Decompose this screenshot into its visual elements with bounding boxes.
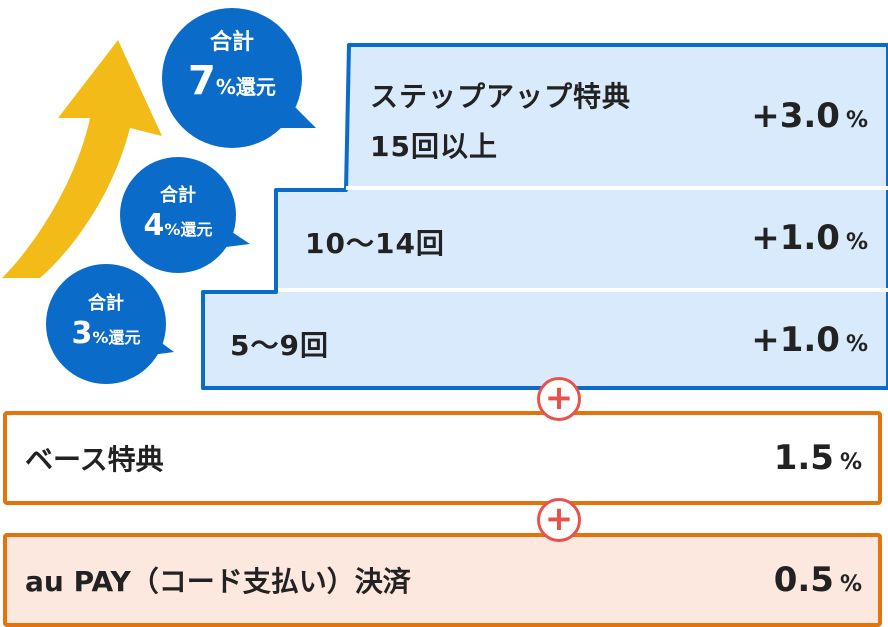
payment-row: au PAY（コード支払い）決済 0.5% [3, 533, 882, 627]
payment-value: 0.5% [773, 560, 862, 600]
bubble-total-4-text: 合計 4%還元 [143, 185, 213, 243]
base-benefit-row: ベース特典 1.5% [3, 411, 882, 505]
tier-value-10-14: +1.0% [751, 218, 868, 258]
upward-arrow-icon [2, 40, 162, 278]
bubble-total-3-text: 合計 3%還元 [71, 293, 141, 351]
tier-label-15-plus: ステップアップ特典 15回以上 [370, 80, 632, 163]
plus-icon: + [537, 498, 581, 542]
base-benefit-label: ベース特典 [25, 443, 164, 476]
speech-bubbles [46, 8, 316, 384]
bubble-total-4 [120, 157, 250, 273]
plus-icon: + [537, 377, 581, 421]
base-benefit-value: 1.5% [773, 438, 862, 478]
tier-value-5-9: +1.0% [751, 320, 868, 360]
bubble-total-3 [46, 264, 174, 384]
step-tiers-block [201, 43, 888, 390]
tier-value-15-plus: +3.0% [751, 96, 868, 136]
payment-label: au PAY（コード支払い）決済 [25, 565, 411, 598]
tier-label-10-14: 10〜14回 [305, 227, 445, 260]
tier-label-5-9: 5〜9回 [230, 329, 329, 362]
bubble-total-7 [162, 8, 316, 148]
bubble-total-7-text: 合計 7%還元 [188, 30, 276, 104]
